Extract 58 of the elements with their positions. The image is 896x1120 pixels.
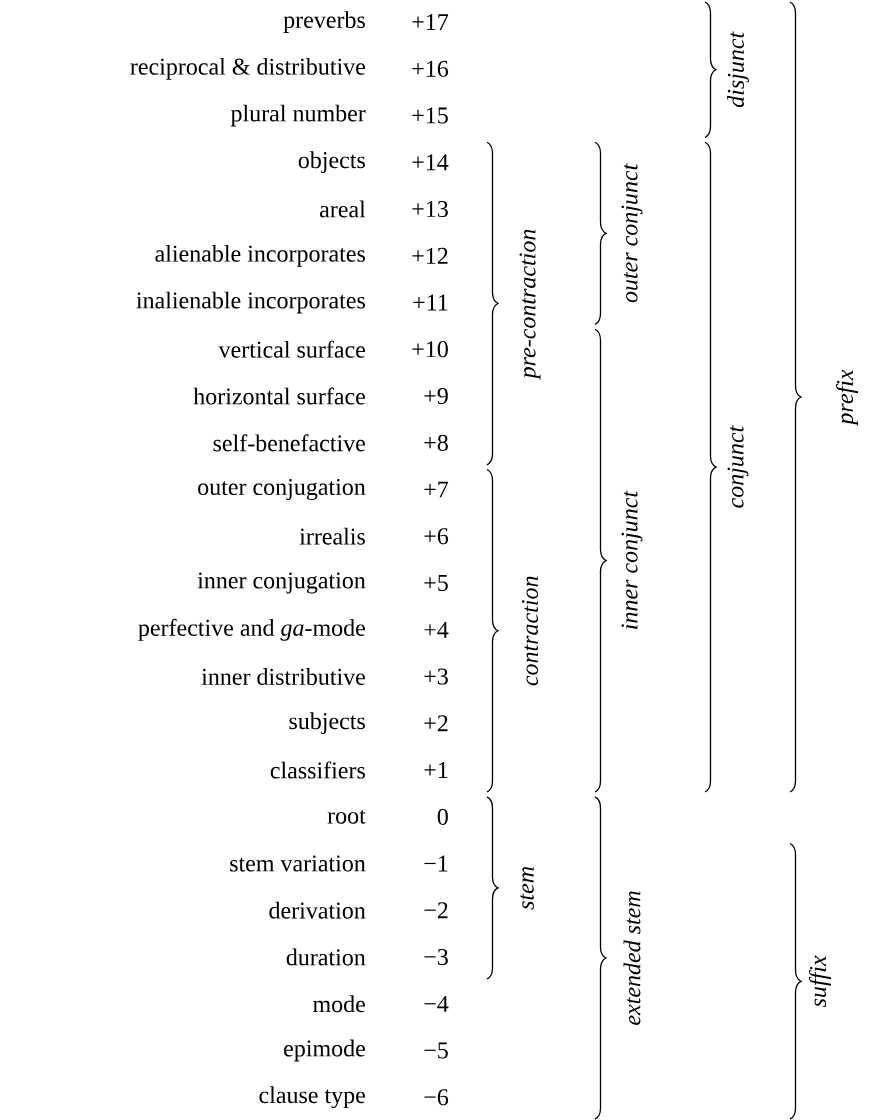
row-label: areal xyxy=(320,200,366,218)
position-number: +5 xyxy=(424,575,448,591)
row-label: inalienable incorporates xyxy=(136,291,365,314)
row-label: derivation xyxy=(269,901,366,919)
position-number: +17 xyxy=(412,14,449,30)
position-number: +2 xyxy=(424,715,448,732)
position-number: +11 xyxy=(413,294,448,311)
position-number: +9 xyxy=(424,387,448,405)
row-label: horizontal surface xyxy=(193,387,365,405)
position-number: +3 xyxy=(424,668,448,685)
row-label: inner distributive xyxy=(201,668,365,685)
position-number: +13 xyxy=(412,200,448,218)
row-label: inner conjugation xyxy=(197,572,366,594)
row-label: subjects xyxy=(289,712,365,735)
position-number: −5 xyxy=(424,1042,448,1059)
position-number: +8 xyxy=(424,434,448,451)
brace-label: disjunct xyxy=(727,31,749,108)
position-number: −3 xyxy=(424,948,448,966)
position-number: +4 xyxy=(424,621,449,638)
brace-label: inner conjunct xyxy=(621,490,643,629)
row-label: duration xyxy=(286,948,366,966)
brace-label: stem xyxy=(520,866,534,910)
position-number: −1 xyxy=(424,855,448,872)
row-label: objects xyxy=(298,151,365,174)
position-number: +16 xyxy=(412,60,449,77)
position-number: +6 xyxy=(424,528,449,545)
row-label: root xyxy=(327,809,366,824)
position-number: +14 xyxy=(412,154,449,171)
position-number: +10 xyxy=(412,341,448,358)
position-number: +15 xyxy=(412,107,448,124)
position-number: +7 xyxy=(424,481,449,498)
brace-label: outer conjunct xyxy=(621,163,643,303)
row-label: vertical surface xyxy=(218,340,365,358)
position-number: 0 xyxy=(437,808,448,825)
row-label: plural number xyxy=(230,104,366,127)
row-label: clause type xyxy=(259,1086,365,1109)
brace-label: conjunct xyxy=(727,425,749,508)
row-label: self-benefactive xyxy=(213,434,365,452)
brace-label: suffix xyxy=(809,955,831,1008)
row-label: alienable incorporates xyxy=(155,244,365,267)
position-number: −6 xyxy=(424,1089,449,1106)
row-label: perfective and ga-mode xyxy=(138,618,365,641)
brace-label: pre-contraction xyxy=(519,229,541,380)
brace-label: extended stem xyxy=(623,891,641,1025)
brace-label: prefix xyxy=(836,369,858,426)
row-label: outer conjugation xyxy=(198,479,366,501)
row-label: stem variation xyxy=(230,855,366,872)
position-number: −2 xyxy=(424,902,448,919)
position-number: +1 xyxy=(424,762,448,778)
row-label: reciprocal & distributive xyxy=(130,57,365,80)
brace-label: contraction xyxy=(521,576,539,686)
row-label: irrealis xyxy=(299,527,365,545)
position-number: −4 xyxy=(424,995,449,1012)
row-label: epimode xyxy=(284,1039,365,1062)
row-label: mode xyxy=(313,995,365,1013)
position-number: +12 xyxy=(412,247,448,264)
row-label: preverbs xyxy=(283,11,365,33)
row-label: classifiers xyxy=(270,761,365,779)
